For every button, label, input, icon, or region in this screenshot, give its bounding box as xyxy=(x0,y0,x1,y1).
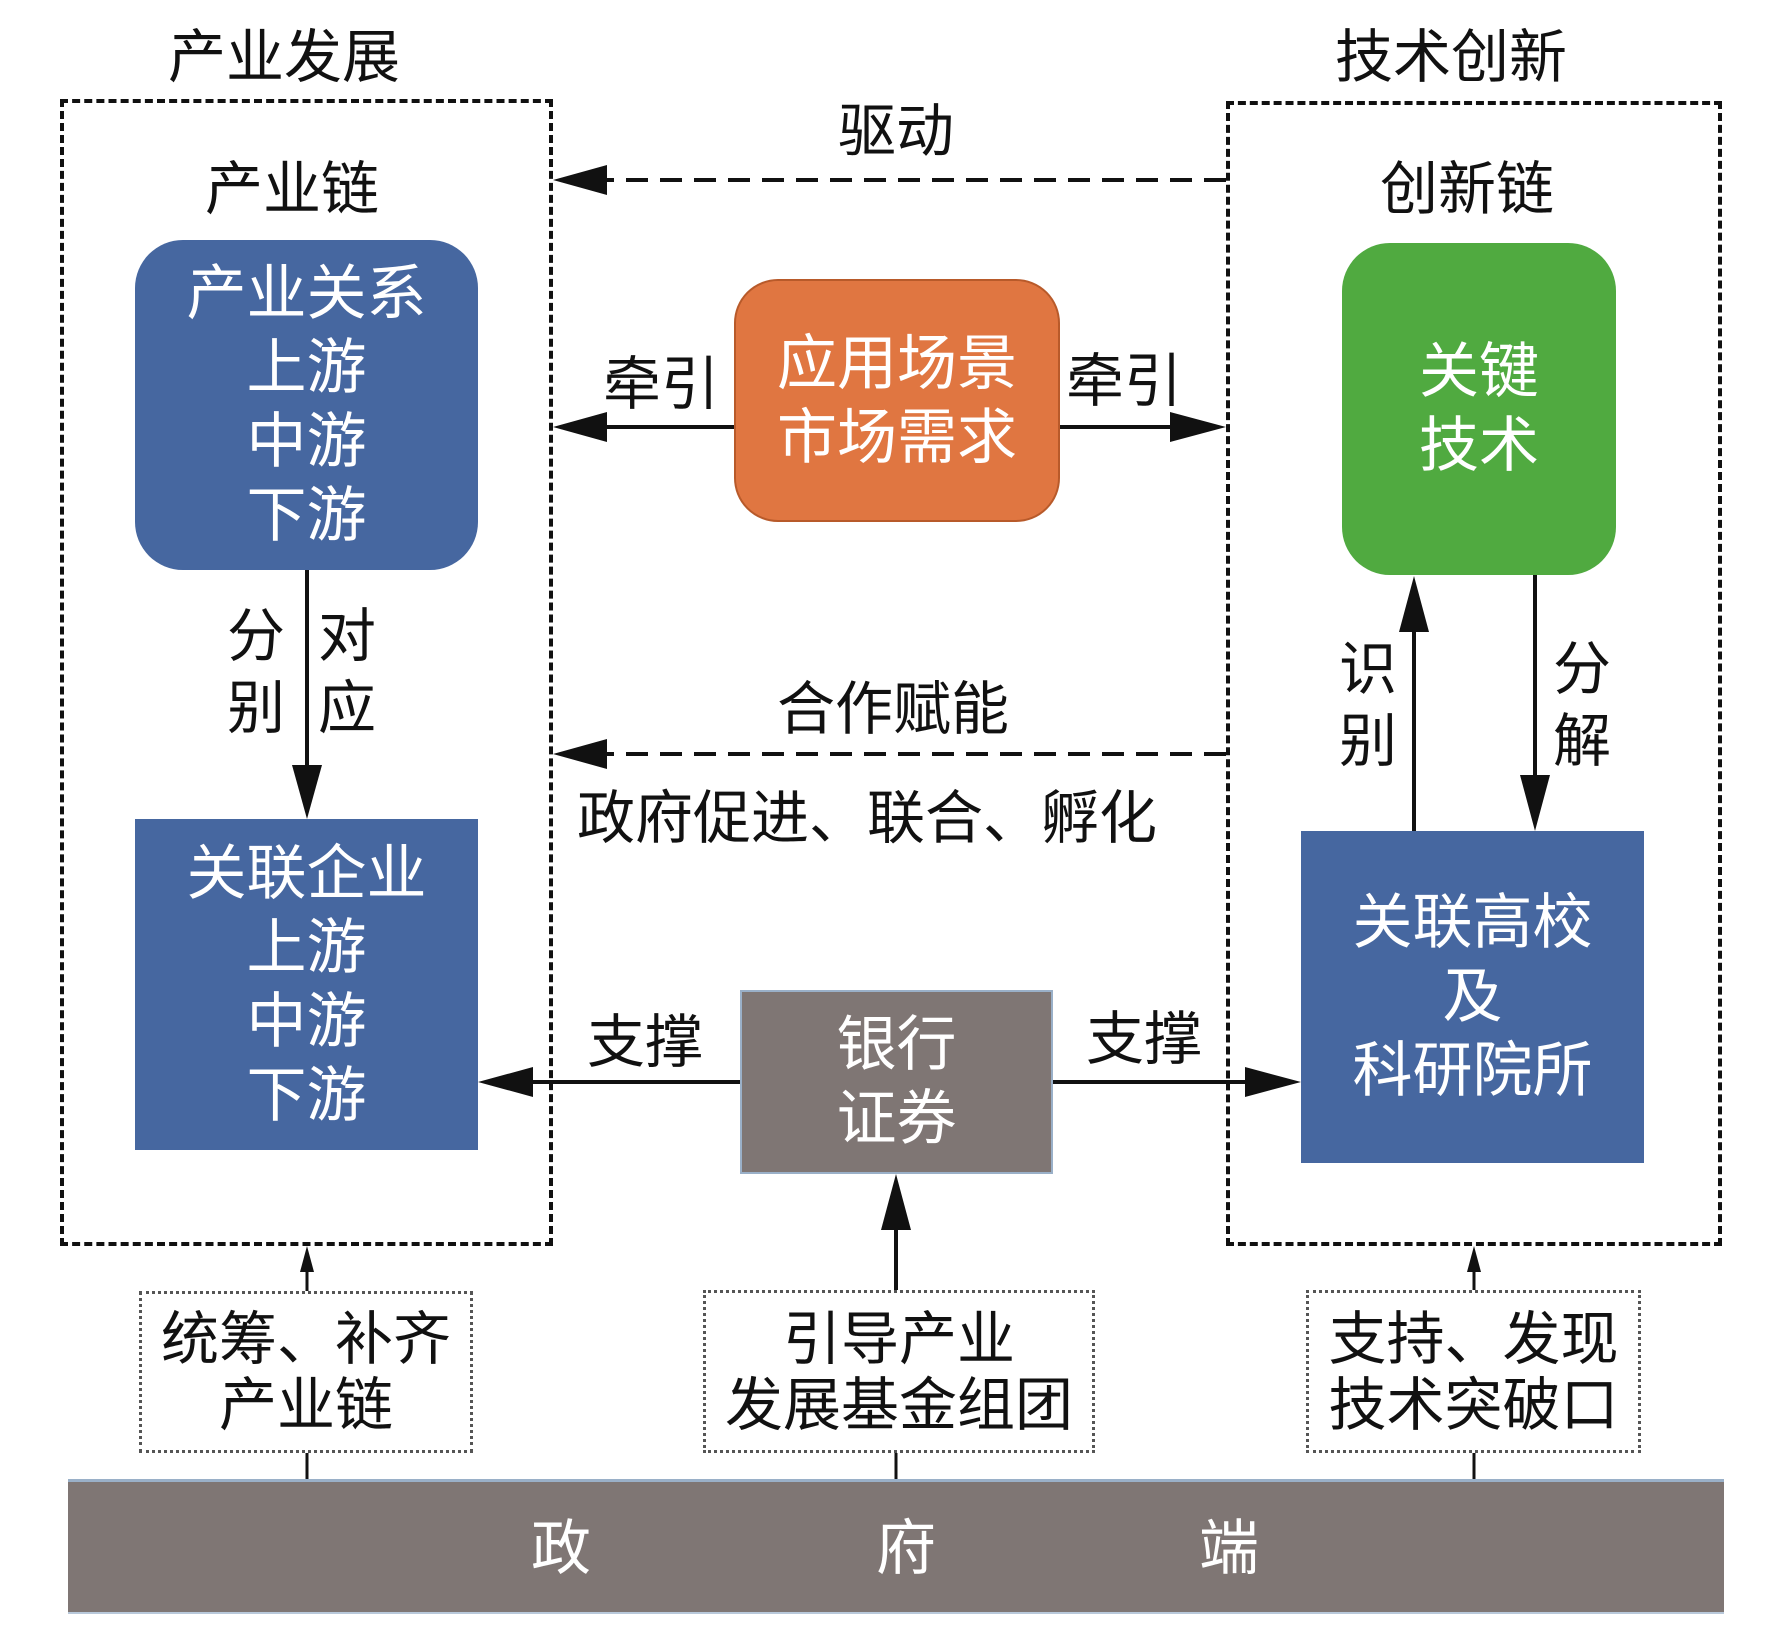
enterprise-line: 关联企业 xyxy=(186,838,427,909)
gov-left-arrow-head xyxy=(300,1246,314,1272)
guide-industry-fund-box: 引导产业 发展基金组团 xyxy=(703,1290,1095,1453)
related-enterprises-box: 关联企业 上游 中游 下游 xyxy=(135,819,478,1150)
coordinate-industry-chain-box: 统筹、补齐 产业链 xyxy=(139,1291,473,1453)
decompose-char: 解 xyxy=(1552,707,1611,775)
gov-action-line: 发展基金组团 xyxy=(724,1370,1073,1439)
cooperation-sub-label: 政府促进、联合、孵化 xyxy=(577,784,1158,852)
mapping-char: 分 xyxy=(226,602,285,670)
industry-relation-box: 产业关系 上游 中游 下游 xyxy=(135,240,478,570)
decompose-label: 分 解 xyxy=(1552,633,1612,777)
industry-relation-line: 产业关系 xyxy=(186,259,427,329)
enterprise-line: 上游 xyxy=(246,912,367,983)
institutes-line: 科研院所 xyxy=(1352,1036,1593,1106)
identify-label: 识 别 xyxy=(1338,633,1398,777)
traction-left-arrow-head xyxy=(553,412,607,442)
gov-middle-arrow-head xyxy=(881,1174,911,1230)
scenario-line: 市场需求 xyxy=(777,402,1017,473)
industry-development-container xyxy=(60,99,553,1246)
industry-chain-title: 产业链 xyxy=(205,155,380,223)
industry-relation-line: 上游 xyxy=(246,333,367,403)
gov-action-line: 产业链 xyxy=(218,1371,393,1439)
gov-action-line: 引导产业 xyxy=(782,1304,1015,1373)
gov-action-line: 统筹、补齐 xyxy=(160,1305,451,1373)
enterprise-line: 中游 xyxy=(246,986,367,1057)
enterprise-line: 下游 xyxy=(246,1060,367,1131)
bank-securities-box: 银行 证券 xyxy=(740,990,1053,1174)
support-left-label: 支撑 xyxy=(587,1008,704,1076)
identify-char: 别 xyxy=(1338,707,1397,775)
application-scenario-box: 应用场景 市场需求 xyxy=(734,279,1060,522)
gov-action-line: 支持、发现 xyxy=(1328,1304,1619,1373)
tech-innovation-title: 技术创新 xyxy=(1335,23,1568,91)
gov-right-arrow-head xyxy=(1467,1246,1481,1272)
cooperation-arrow-head xyxy=(553,739,607,769)
drive-label: 驱动 xyxy=(838,97,955,165)
traction-right-arrow-head xyxy=(1170,412,1226,442)
government-bar-char: 政 xyxy=(531,1514,591,1584)
mapping-label-left: 分 别 xyxy=(226,600,286,744)
gov-action-line: 技术突破口 xyxy=(1328,1370,1619,1439)
support-right-label: 支撑 xyxy=(1086,1005,1203,1073)
finance-line: 银行 xyxy=(836,1010,957,1080)
government-bar-char: 端 xyxy=(1199,1514,1259,1584)
universities-institutes-box: 关联高校 及 科研院所 xyxy=(1301,831,1644,1163)
finance-line: 证券 xyxy=(836,1084,957,1154)
scenario-line: 应用场景 xyxy=(777,328,1017,399)
industry-development-title: 产业发展 xyxy=(168,23,401,91)
government-bar: 政 府 端 xyxy=(68,1479,1724,1614)
mapping-char: 应 xyxy=(317,674,376,742)
industry-relation-line: 下游 xyxy=(246,481,367,551)
key-tech-line: 关键 xyxy=(1419,337,1539,407)
key-technology-box: 关键 技术 xyxy=(1342,243,1616,575)
institutes-line: 关联高校 xyxy=(1352,888,1593,958)
drive-arrow-head xyxy=(553,165,607,195)
innovation-chain-title: 创新链 xyxy=(1380,155,1555,223)
support-tech-breakthrough-box: 支持、发现 技术突破口 xyxy=(1306,1290,1641,1453)
industry-relation-line: 中游 xyxy=(246,407,367,477)
decompose-char: 分 xyxy=(1552,635,1611,703)
key-tech-line: 技术 xyxy=(1419,411,1539,481)
mapping-char: 别 xyxy=(226,674,285,742)
tech-innovation-container xyxy=(1226,101,1722,1246)
traction-right-label: 牵引 xyxy=(1066,347,1183,415)
identify-char: 识 xyxy=(1338,635,1397,703)
institutes-line: 及 xyxy=(1442,962,1503,1032)
mapping-label-right: 对 应 xyxy=(317,600,377,744)
government-bar-char: 府 xyxy=(876,1514,936,1584)
mapping-char: 对 xyxy=(317,602,376,670)
cooperation-label: 合作赋能 xyxy=(777,675,1010,743)
traction-left-label: 牵引 xyxy=(603,350,720,418)
